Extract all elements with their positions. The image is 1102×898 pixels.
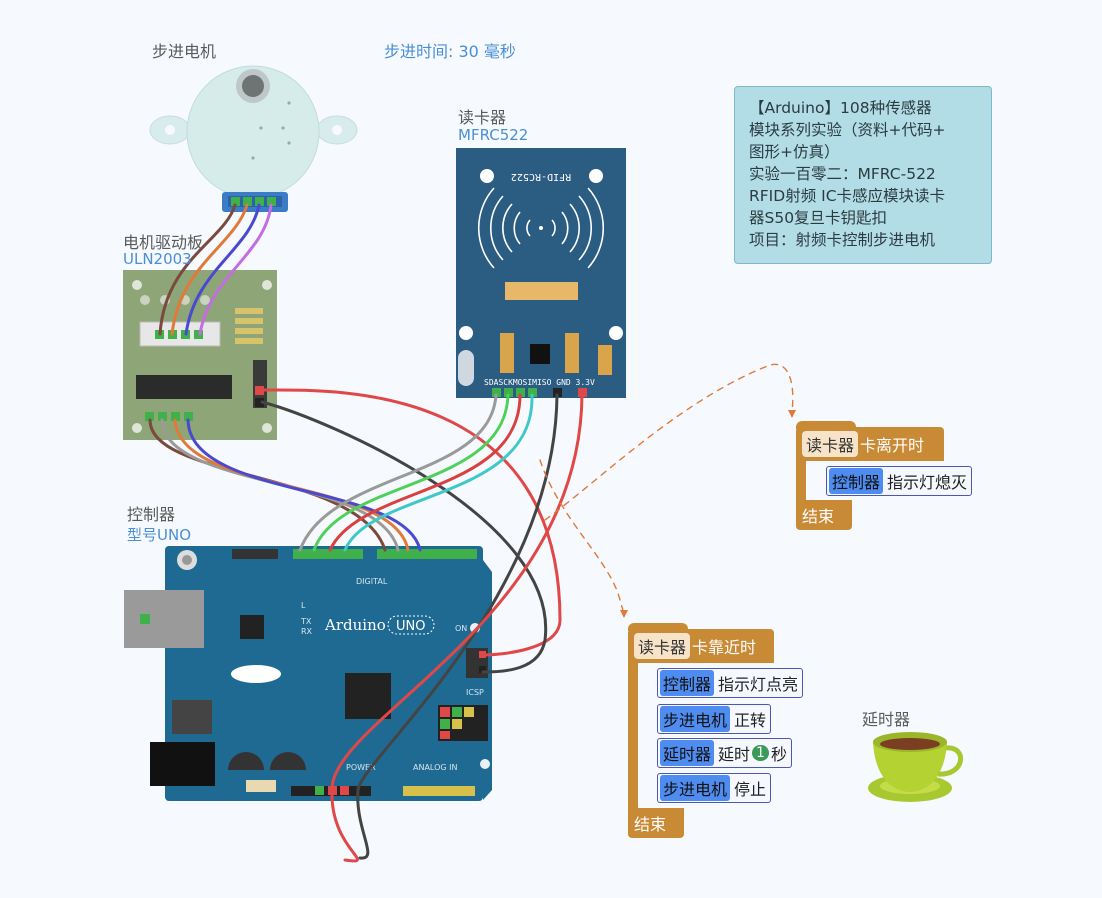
uln2003-driver-board[interactable] — [123, 270, 277, 440]
statement-action: 延时 — [718, 745, 751, 764]
delay-device-title: 延时器 — [862, 710, 911, 729]
stepper-motor[interactable] — [149, 65, 358, 212]
arduino-uno-board[interactable]: Arduino UNO DIGITAL POWER ANALOG IN ICSP… — [124, 546, 492, 801]
icsp-label: ICSP — [466, 688, 484, 697]
event-name: 卡靠近时 — [692, 638, 757, 657]
driver-title: 电机驱动板 — [123, 233, 204, 252]
reader-pin-labels: SDASCKMOSIMISO GND 3.3V — [484, 378, 595, 387]
motor-title: 步进电机 — [152, 42, 217, 61]
event-name: 卡离开时 — [860, 436, 925, 455]
statement-block[interactable]: 步进电机停止 — [657, 773, 772, 803]
controller-title: 控制器 — [127, 505, 176, 524]
event-block-card-leave[interactable]: 读卡器卡离开时 — [796, 421, 944, 461]
statement-device: 控制器 — [660, 670, 715, 696]
tx-label: TX — [300, 617, 312, 626]
note-line: RFID射频 IC卡感应模块读卡 — [749, 187, 946, 205]
delay-value[interactable]: 1 — [752, 745, 769, 761]
on-label: ON — [455, 624, 467, 633]
teacup-icon[interactable] — [868, 732, 964, 802]
end-block[interactable]: 结束 — [796, 500, 852, 530]
experiment-note: 【Arduino】108种传感器 模块系列实验（资料+代码+ 图形+仿真） 实验… — [734, 86, 992, 264]
power-label: POWER — [346, 763, 376, 772]
driver-model: ULN2003 — [123, 250, 192, 268]
event-block-card-near[interactable]: 读卡器卡靠近时 — [628, 623, 774, 663]
statement-action: 指示灯点亮 — [718, 675, 799, 694]
statement-block[interactable]: 步进电机正转 — [657, 704, 772, 734]
wires — [148, 203, 794, 863]
rx-label: RX — [301, 627, 313, 636]
statement-action: 指示灯熄灭 — [887, 473, 968, 492]
reader-model: MFRC522 — [458, 126, 529, 144]
analog-label: ANALOG IN — [413, 763, 458, 772]
end-block[interactable]: 结束 — [628, 808, 684, 838]
reader-title: 读卡器 — [458, 108, 507, 127]
arrow-head-icon — [788, 410, 796, 418]
event-block-arm — [628, 659, 638, 809]
note-line: 模块系列实验（资料+代码+ — [749, 121, 946, 139]
delay-unit: 秒 — [770, 745, 787, 764]
event-block-arm — [796, 457, 806, 501]
l-label: L — [301, 601, 306, 610]
statement-action: 正转 — [734, 711, 767, 730]
note-line: 【Arduino】108种传感器 — [749, 99, 932, 117]
event-device-chip: 读卡器 — [634, 633, 691, 659]
statement-action: 停止 — [734, 780, 767, 799]
arduino-logo-text: Arduino — [324, 616, 386, 634]
statement-device: 控制器 — [829, 468, 884, 494]
statement-block[interactable]: 控制器指示灯点亮 — [657, 668, 804, 698]
digital-label: DIGITAL — [356, 577, 388, 586]
statement-block[interactable]: 控制器指示灯熄灭 — [826, 466, 973, 496]
note-line: 图形+仿真） — [749, 143, 840, 161]
note-line: 项目：射频卡控制步进电机 — [749, 231, 936, 249]
statement-device: 步进电机 — [660, 775, 731, 801]
reader-silk-text: RFID-RC522 — [511, 171, 571, 182]
note-line: 器S50复旦卡钥匙扣 — [749, 209, 888, 227]
arrow-head-icon — [620, 610, 628, 618]
uno-badge: UNO — [396, 619, 425, 634]
statement-device: 延时器 — [660, 740, 715, 766]
event-device-chip: 读卡器 — [802, 431, 859, 457]
controller-model: 型号UNO — [127, 526, 192, 544]
note-line: 实验一百零二：MFRC-522 — [749, 165, 936, 183]
step-time-label: 步进时间: 30 毫秒 — [384, 42, 516, 61]
statement-device: 步进电机 — [660, 706, 731, 732]
rfid-reader-board[interactable]: RFID-RC522 SDASCKMOSIMISO GND 3.3V — [456, 148, 626, 398]
